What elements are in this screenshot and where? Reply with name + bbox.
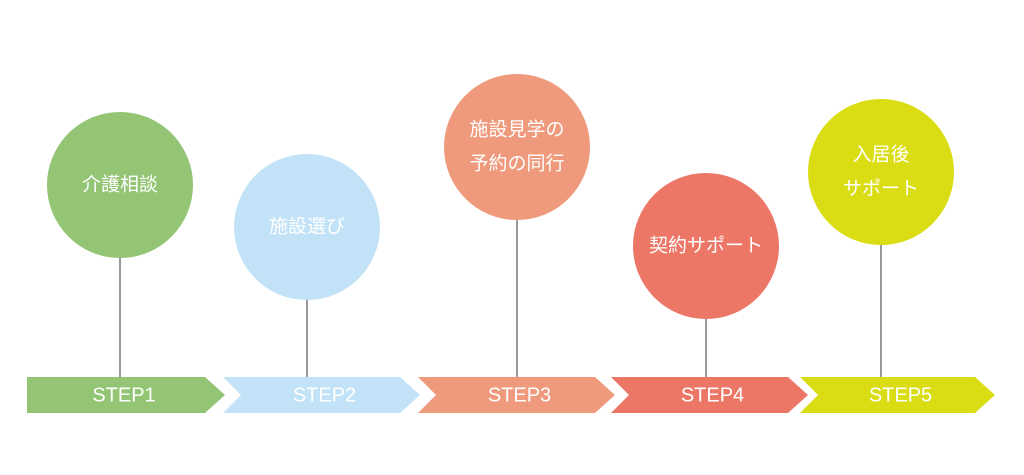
step-arrow-4 (611, 377, 808, 413)
step-circle-3 (444, 74, 590, 220)
step-circle-5 (808, 99, 954, 245)
step-arrow-5 (800, 377, 995, 413)
step-label-3: STEP3 (488, 384, 551, 406)
step-circle-text-4: 契約サポート (649, 235, 763, 257)
step-circle-1 (47, 112, 193, 258)
step-arrow-bar: STEP1 STEP2 STEP3 STEP4 STEP5 (27, 377, 995, 413)
step-circle-text-2: 施設選び (269, 216, 345, 238)
step-circle-text-3-line1: 施設見学の (469, 119, 564, 141)
step-arrow-2 (223, 377, 420, 413)
step-label-2: STEP2 (293, 384, 356, 406)
step-arrow-3 (418, 377, 615, 413)
step-arrow-1 (27, 377, 225, 413)
step-circle-2 (234, 154, 380, 300)
step-label-1: STEP1 (92, 384, 155, 406)
step-circle-text-5-line2: サポート (843, 178, 919, 200)
step-circle-text-5-line1: 入居後 (852, 144, 909, 166)
step-circle-4 (633, 173, 779, 319)
connector-lines (119, 218, 882, 378)
step-circle-text-3-line2: 予約の同行 (469, 153, 564, 175)
step-circle-text-1: 介護相談 (82, 174, 158, 196)
step-label-5: STEP5 (869, 384, 932, 406)
step-label-4: STEP4 (681, 384, 744, 406)
